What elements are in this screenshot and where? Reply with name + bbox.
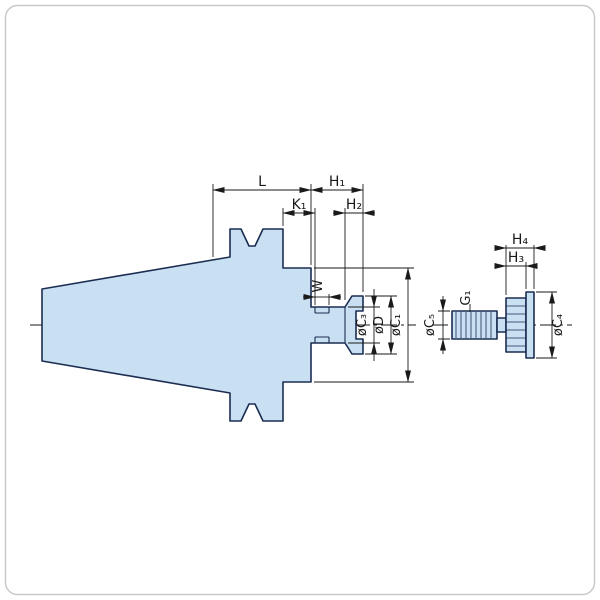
dim-label-H4: H₄ xyxy=(512,232,529,248)
dim-W xyxy=(303,294,341,305)
dim-H2 xyxy=(333,208,375,300)
dim-label-D: øD xyxy=(372,316,387,334)
dim-H3 xyxy=(494,262,538,289)
dim-C5 xyxy=(438,296,450,354)
dim-C4 xyxy=(536,291,557,359)
dim-label-H1: H₁ xyxy=(329,174,345,190)
dim-label-C1: øC₁ xyxy=(389,314,404,336)
dim-H1 xyxy=(310,184,364,292)
dim-label-L: L xyxy=(258,174,266,190)
screw-head-flange xyxy=(525,291,535,359)
dim-C3 xyxy=(348,289,380,361)
dim-label-C4: øC₄ xyxy=(551,314,566,336)
dim-L xyxy=(212,184,312,265)
holder-body-outline xyxy=(41,228,364,422)
dim-label-K1: K₁ xyxy=(292,197,307,213)
main-holder xyxy=(41,228,364,422)
dim-label-C5: øC₅ xyxy=(423,314,438,336)
dim-label-G1: G₁ xyxy=(459,290,474,305)
arbor-screw xyxy=(451,291,535,359)
screw-neck xyxy=(496,317,507,333)
dim-label-H3: H₃ xyxy=(508,250,524,266)
thread-lines xyxy=(455,312,492,338)
dim-label-W: W xyxy=(311,279,326,292)
drive-key-slot xyxy=(314,307,330,343)
dim-D xyxy=(365,295,397,355)
dim-label-C3: øC₃ xyxy=(355,314,370,336)
dim-label-H2: H₂ xyxy=(346,197,362,213)
screw-thread-shank xyxy=(451,310,498,340)
head-serration-lines xyxy=(506,305,526,347)
dim-C1 xyxy=(314,267,414,383)
dim-K1 xyxy=(282,208,316,305)
image-border xyxy=(4,4,596,596)
